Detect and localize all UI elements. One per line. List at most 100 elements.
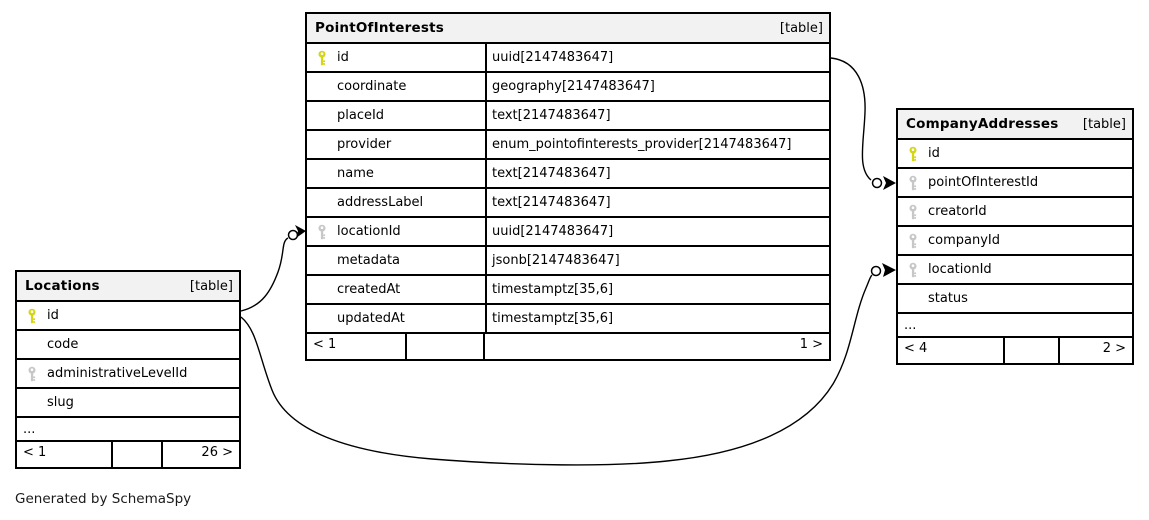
key-icon-placeholder [317, 311, 329, 327]
column-row-pointofinterestid: pointOfInterestId [898, 169, 1132, 198]
column-name: addressLabel [337, 195, 424, 210]
column-name: metadata [337, 253, 401, 268]
relationship-arrowhead [295, 225, 306, 238]
column-name: name [337, 166, 374, 181]
key-icon-placeholder [27, 337, 39, 353]
column-name: creatorId [928, 204, 987, 219]
column-name: locationId [928, 262, 992, 277]
table-type-tag: [table] [189, 278, 233, 294]
pager-spacer [1005, 338, 1060, 363]
relationship-locations-id-to-poi-locationid [240, 237, 289, 312]
column-row-code: code [17, 331, 239, 360]
column-name: companyId [928, 233, 1001, 248]
column-type: timestamptz[35,6] [485, 305, 829, 332]
column-row-createdat: createdAt timestamptz[35,6] [307, 276, 829, 305]
column-name: slug [47, 395, 74, 410]
column-row-locationid: locationId uuid[2147483647] [307, 218, 829, 247]
pager-prev: < 1 [17, 442, 113, 467]
column-row-coordinate: coordinate geography[2147483647] [307, 73, 829, 102]
column-type: text[2147483647] [485, 160, 829, 187]
column-name: code [47, 337, 79, 352]
column-row-creatorid: creatorId [898, 198, 1132, 227]
column-name: createdAt [337, 282, 401, 297]
column-name: provider [337, 137, 392, 152]
primary-key-icon [27, 308, 39, 324]
table-header: CompanyAddresses [table] [898, 110, 1132, 140]
pager-next: 2 > [1102, 341, 1126, 356]
table-title[interactable]: Locations [25, 278, 100, 294]
generator-caption: Generated by SchemaSpy [15, 491, 192, 507]
more-columns-ellipsis: ... [17, 418, 239, 442]
foreign-key-icon [908, 204, 920, 220]
column-row-id: id uuid[2147483647] [307, 44, 829, 73]
pager-prev: < 4 [898, 338, 1005, 363]
column-name: placeId [337, 108, 385, 123]
column-type: text[2147483647] [485, 102, 829, 129]
key-icon-placeholder [317, 253, 329, 269]
table-header: Locations [table] [17, 272, 239, 302]
relationship-arrowhead [883, 176, 896, 190]
column-type: uuid[2147483647] [485, 44, 829, 71]
relationship-arrowhead [882, 263, 896, 277]
column-row-id: id [898, 140, 1132, 169]
key-icon-placeholder [317, 195, 329, 211]
column-name: status [928, 291, 968, 306]
foreign-key-icon [908, 233, 920, 249]
key-icon-placeholder [317, 108, 329, 124]
foreign-key-icon [27, 366, 39, 382]
key-icon-placeholder [908, 291, 920, 307]
column-row-metadata: metadata jsonb[2147483647] [307, 247, 829, 276]
column-row-addresslabel: addressLabel text[2147483647] [307, 189, 829, 218]
foreign-key-icon [908, 262, 920, 278]
key-icon-placeholder [317, 79, 329, 95]
relationship-locations-id-to-companyaddresses-locationid [240, 274, 873, 466]
column-type: text[2147483647] [485, 189, 829, 216]
column-name: updatedAt [337, 311, 405, 326]
table-pointofinterests: PointOfInterests [table] id uuid[2147483… [305, 12, 831, 361]
pager-next: 1 > [799, 337, 823, 352]
column-name: id [337, 50, 349, 65]
column-row-updatedat: updatedAt timestamptz[35,6] [307, 305, 829, 334]
relationship-poi-id-to-companyaddresses-pointofinterestid [830, 57, 872, 181]
column-name: id [928, 146, 940, 161]
column-row-status: status [898, 285, 1132, 314]
key-icon-placeholder [27, 395, 39, 411]
relationship-endpoint-circle [870, 265, 882, 277]
table-header: PointOfInterests [table] [307, 14, 829, 44]
key-icon-placeholder [317, 137, 329, 153]
relationship-endpoint-circle [287, 229, 299, 241]
table-locations: Locations [table] id code administrative… [15, 270, 241, 469]
table-title[interactable]: CompanyAddresses [906, 116, 1059, 132]
column-row-provider: provider enum_pointofinterests_provider[… [307, 131, 829, 160]
column-row-name: name text[2147483647] [307, 160, 829, 189]
more-columns-ellipsis: ... [898, 314, 1132, 338]
table-type-tag: [table] [779, 20, 823, 36]
table-pager: < 4 2 > [898, 338, 1132, 363]
column-row-slug: slug [17, 389, 239, 418]
pager-spacer [407, 334, 485, 359]
table-title[interactable]: PointOfInterests [315, 20, 444, 36]
column-row-companyid: companyId [898, 227, 1132, 256]
column-row-placeid: placeId text[2147483647] [307, 102, 829, 131]
pager-next: 26 > [201, 445, 233, 460]
table-type-tag: [table] [1082, 116, 1126, 132]
table-companyaddresses: CompanyAddresses [table] id pointOfInter… [896, 108, 1134, 365]
column-type: uuid[2147483647] [485, 218, 829, 245]
column-name: pointOfInterestId [928, 175, 1039, 190]
column-name: administrativeLevelId [47, 366, 188, 381]
column-type: jsonb[2147483647] [485, 247, 829, 274]
foreign-key-icon [908, 175, 920, 191]
pager-spacer [113, 442, 163, 467]
column-row-administrativelevelid: administrativeLevelId [17, 360, 239, 389]
table-pager: < 1 1 > [307, 334, 829, 359]
column-type: enum_pointofinterests_provider[214748364… [485, 131, 829, 158]
foreign-key-icon [317, 224, 329, 240]
primary-key-icon [908, 146, 920, 162]
relationship-endpoint-circle [871, 177, 883, 189]
column-name: locationId [337, 224, 401, 239]
key-icon-placeholder [317, 166, 329, 182]
column-row-locationid: locationId [898, 256, 1132, 285]
column-name: id [47, 308, 59, 323]
